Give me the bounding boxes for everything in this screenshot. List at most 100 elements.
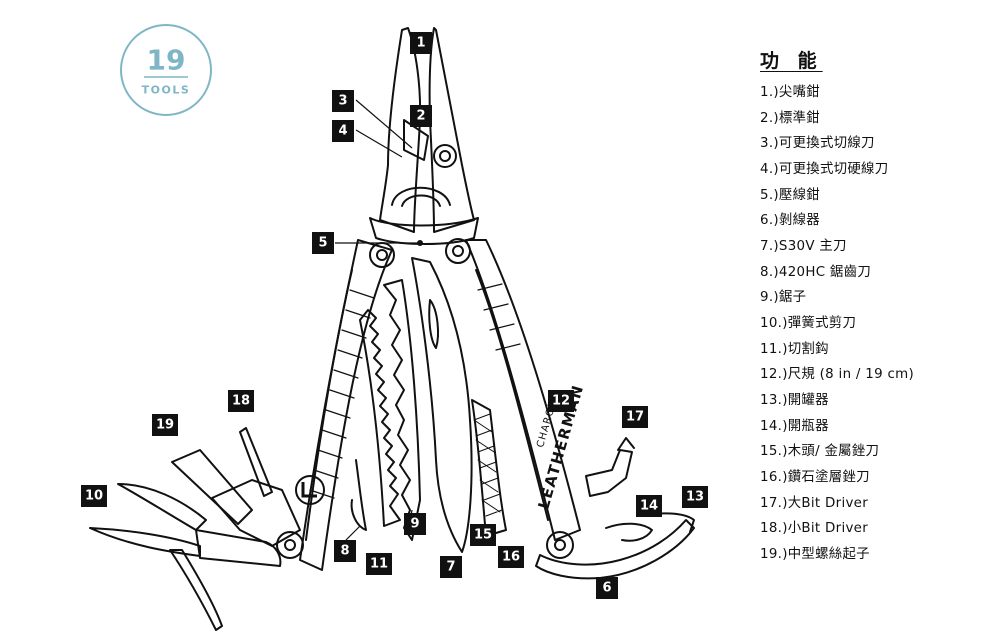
small-bit-driver — [239, 427, 273, 497]
leader-8 — [345, 525, 361, 541]
callout-7: 7 — [440, 556, 462, 578]
wire-stripper — [535, 519, 695, 580]
callout-6: 6 — [596, 577, 618, 599]
leader-4 — [355, 129, 403, 158]
svg-text:4: 4 — [338, 124, 347, 139]
svg-text:5: 5 — [318, 236, 327, 251]
svg-text:17: 17 — [626, 410, 644, 425]
callout-13: 13 — [682, 486, 708, 508]
callout-4: 4 — [332, 120, 354, 142]
svg-text:12: 12 — [552, 394, 570, 409]
plier-cutter-notch — [403, 119, 429, 161]
svg-text:14: 14 — [640, 499, 658, 514]
pivot-upper-right — [445, 238, 471, 264]
callout-8: 8 — [334, 540, 356, 562]
tools-count-badge: 19 TOOLS — [120, 24, 212, 116]
pivot-upper-right-inner — [452, 245, 464, 257]
wood-metal-file — [471, 399, 507, 537]
scissors-body — [195, 529, 282, 567]
legend-item: 15.)木頭/ 金屬銼刀 — [760, 444, 880, 460]
callout-16: 16 — [498, 546, 524, 568]
legend-item: 10.)彈簧式剪刀 — [760, 315, 857, 331]
svg-text:6: 6 — [602, 581, 611, 596]
legend-item: 5.)壓線鉗 — [760, 187, 820, 203]
can-opener — [605, 522, 653, 542]
callout-5: 5 — [312, 232, 334, 254]
callout-10: 10 — [81, 485, 107, 507]
cutting-hook — [350, 459, 367, 531]
callout-18: 18 — [228, 390, 254, 412]
legend-title: 功 能 — [760, 50, 823, 72]
svg-text:13: 13 — [686, 490, 704, 505]
svg-text:3: 3 — [338, 94, 347, 109]
callout-9: 9 — [404, 513, 426, 535]
crimper-arc-inner — [401, 194, 441, 207]
legend-item: 11.)切割鈎 — [760, 341, 829, 357]
legend-item: 13.)開罐器 — [760, 392, 829, 408]
callout-19: 19 — [152, 414, 178, 436]
callout-3: 3 — [332, 90, 354, 112]
legend-item: 19.)中型螺絲起子 — [760, 546, 870, 562]
legend-item: 7.)S30V 主刀 — [760, 238, 847, 254]
handle-right-inner — [475, 269, 549, 521]
legend-item: 9.)鋸子 — [760, 290, 807, 306]
bit-driver-tip — [617, 437, 635, 451]
leader-5-dot — [417, 240, 423, 246]
svg-text:11: 11 — [370, 557, 388, 572]
legend-item: 1.)尖嘴鉗 — [760, 85, 820, 100]
svg-text:10: 10 — [85, 489, 103, 504]
callout-11: 11 — [366, 553, 392, 575]
legend-item: 8.)420HC 鋸齒刀 — [760, 264, 872, 280]
wire-cutter-screw-inner — [439, 150, 451, 162]
serrated-blade — [383, 279, 421, 541]
plier-jaw-left — [379, 27, 422, 233]
svg-text:9: 9 — [410, 517, 419, 532]
file-crosshatch — [473, 413, 503, 517]
callout-15: 15 — [470, 524, 496, 546]
pivot-lower-left-inner — [284, 539, 296, 551]
badge-ring — [120, 24, 212, 116]
multitool-diagram: LEATHERMAN CHARGE+ 1 2 3 4 5 6 7 8 9 10 … — [81, 27, 708, 631]
legend-item: 14.)開瓶器 — [760, 418, 829, 434]
medium-screwdriver — [171, 449, 253, 525]
main-blade — [411, 257, 473, 553]
handle-left-inner — [305, 269, 353, 541]
main-blade-thumbhole — [428, 299, 439, 349]
svg-text:1: 1 — [416, 36, 425, 51]
callout-14: 14 — [636, 495, 662, 517]
pivot-lower-right — [546, 531, 574, 559]
handle-left-texture — [309, 289, 375, 499]
tool-pack-left — [211, 479, 301, 547]
callout-1: 1 — [410, 32, 432, 54]
leatherman-logo-mark — [295, 475, 325, 505]
pivot-upper-left-inner — [376, 249, 388, 261]
legend-item: 18.)小Bit Driver — [760, 521, 869, 537]
function-legend: 功 能 1.)尖嘴鉗 2.)標準鉗 3.)可更換式切線刀 4.)可更換式切硬線刀… — [760, 50, 990, 567]
handle-left — [299, 239, 393, 571]
saw-blade — [359, 309, 401, 527]
leader-3 — [355, 99, 413, 149]
svg-text:8: 8 — [340, 544, 349, 559]
svg-text:15: 15 — [474, 528, 492, 543]
legend-item: 12.)尺規 (8 in / 19 cm) — [760, 367, 915, 383]
svg-text:16: 16 — [502, 550, 520, 565]
legend-item: 4.)可更換式切硬線刀 — [760, 161, 889, 177]
large-bit-driver — [585, 449, 633, 497]
crimper-arc — [391, 186, 451, 206]
badge-number: 19 — [147, 44, 186, 77]
scissors-spring-arm — [169, 549, 223, 631]
plier-jaw-right — [428, 27, 475, 233]
callout-2: 2 — [410, 105, 432, 127]
svg-text:18: 18 — [232, 394, 250, 409]
handle-right — [465, 239, 581, 541]
legend-item: 16.)鑽石塗層銼刀 — [760, 469, 870, 485]
leatherman-logo-glyph — [301, 482, 317, 498]
legend-item: 3.)可更換式切線刀 — [760, 136, 875, 152]
legend-item: 6.)剝線器 — [760, 213, 820, 229]
legend-list: 1.)尖嘴鉗 2.)標準鉗 3.)可更換式切線刀 4.)可更換式切硬線刀 5.)… — [760, 80, 990, 567]
pivot-lower-right-inner — [554, 539, 566, 551]
plier-head-base — [369, 217, 479, 245]
wire-cutter-screw — [433, 144, 457, 168]
svg-text:19: 19 — [156, 418, 174, 433]
legend-item: 2.)標準鉗 — [760, 110, 820, 126]
